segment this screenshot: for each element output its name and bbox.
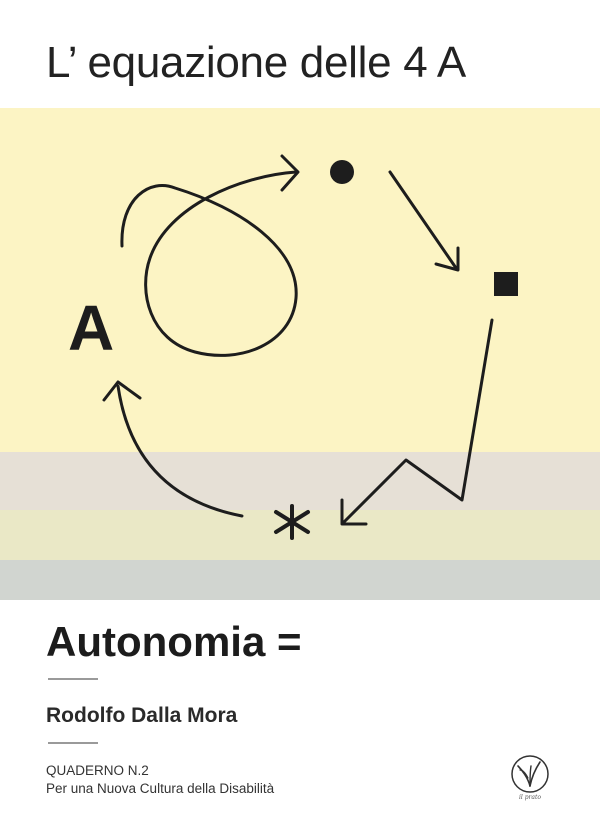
publisher-logo-text: il prato [518, 794, 542, 801]
publisher-logo: il prato [508, 752, 552, 804]
loop-arrow [120, 170, 298, 357]
dot-to-square-arrowhead [434, 246, 460, 272]
letter-a-symbol: A [68, 292, 115, 364]
square-symbol [494, 272, 518, 296]
return-arrow [116, 384, 244, 518]
divider [48, 742, 98, 744]
divider [48, 678, 98, 680]
cover-illustration: A [0, 108, 600, 600]
loop-arrowhead [280, 154, 300, 192]
series-number: QUADERNO N.2 [46, 763, 149, 778]
cycle-diagram [102, 154, 518, 540]
book-subtitle: Autonomia = [46, 618, 302, 665]
band-grey [0, 452, 600, 510]
band-slate [0, 560, 600, 600]
zigzag-arrowhead [340, 498, 368, 526]
dot-to-square-arrow [388, 170, 458, 270]
book-title: L’ equazione delle 4 A [46, 38, 466, 87]
series-info: QUADERNO N.2 Per una Nuova Cultura della… [46, 762, 274, 798]
series-name: Per una Nuova Cultura della Disabilità [46, 781, 275, 796]
author-name: Rodolfo Dalla Mora [46, 704, 238, 727]
dot-symbol [330, 160, 354, 184]
publisher-logo-icon [511, 755, 549, 793]
zigzag-arrow [342, 318, 494, 524]
return-arrowhead [102, 380, 142, 402]
asterisk-symbol [274, 504, 310, 540]
